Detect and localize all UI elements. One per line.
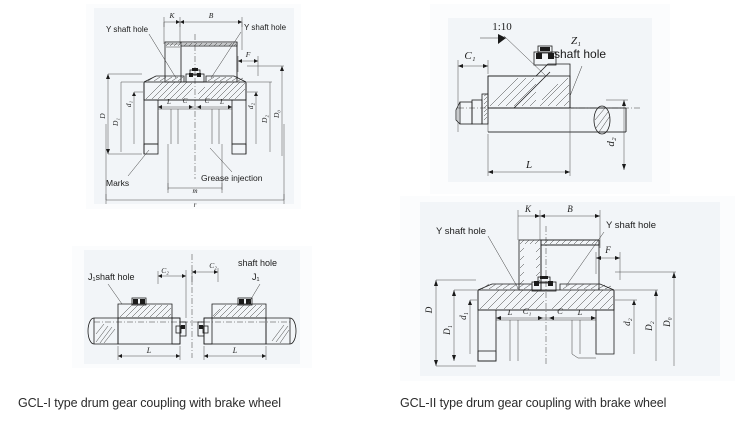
callout-shaft-hole-right: shaft hole bbox=[238, 258, 277, 268]
dimension-label-d1: d₁ bbox=[458, 312, 468, 320]
dimension-label-L-right: L bbox=[232, 346, 238, 355]
callout-taper-ratio: 1:10 bbox=[492, 21, 512, 33]
callout-z1: Z₁ bbox=[571, 35, 581, 47]
callout-z1-shaft-hole: shaft hole bbox=[554, 47, 606, 61]
dimension-label-L-right: L bbox=[577, 307, 583, 317]
dimension-label-L: L bbox=[525, 159, 532, 171]
dimension-label-C-right: C bbox=[205, 97, 210, 105]
callout-j1-right: J₁ bbox=[252, 272, 260, 282]
dimension-label-D1: D₁ bbox=[442, 325, 452, 336]
dimension-label-r: r bbox=[194, 201, 197, 209]
dimension-label-L-left: L bbox=[507, 307, 513, 317]
dimension-label-D: D bbox=[98, 113, 107, 120]
figure-gcl-ii-assembly: K B F bbox=[400, 196, 735, 381]
callout-y-shaft-hole-right: Y shaft hole bbox=[244, 23, 287, 32]
dimension-label-D0: D₀ bbox=[662, 317, 672, 328]
dimension-label-D0: D₀ bbox=[272, 110, 281, 119]
dimension-label-B: B bbox=[209, 11, 214, 20]
dimension-label-D2: D₂ bbox=[644, 321, 654, 332]
caption-gcl-ii: GCL-II type drum gear coupling with brak… bbox=[400, 396, 667, 410]
caption-gcl-i: GCL-I type drum gear coupling with brake… bbox=[18, 396, 281, 410]
dimension-label-d2: d₂ bbox=[246, 102, 255, 109]
dimension-label-d2: d₂ bbox=[605, 137, 617, 147]
dimension-label-C2-left: C₂ bbox=[161, 266, 169, 275]
figure-gcl-i-j1-shaft-hole: C₂ C₂ L L J₁shaft hole shaft hole J₁ bbox=[72, 246, 312, 368]
dimension-label-F: F bbox=[245, 50, 251, 59]
dimension-label-D1: D₁ bbox=[111, 118, 120, 127]
dimension-label-F: F bbox=[604, 245, 611, 255]
dimension-label-L-left: L bbox=[146, 346, 152, 355]
dimension-label-m: m bbox=[192, 187, 197, 195]
dimension-label-K: K bbox=[524, 204, 532, 214]
dimension-label-K: K bbox=[168, 11, 175, 20]
callout-j1-shaft-hole-left: J₁shaft hole bbox=[88, 272, 135, 282]
dimension-label-C1: C₁ bbox=[523, 306, 532, 316]
dimension-label-d2: d₂ bbox=[622, 318, 632, 326]
figure-gcl-ii-taper-shaft-hole: C₁ 1:10 Z₁ shaft hole L d₂ bbox=[430, 4, 670, 194]
dimension-label-L-right: L bbox=[219, 98, 224, 106]
dimension-label-C-left: C bbox=[183, 97, 188, 105]
dimension-label-B: B bbox=[567, 204, 573, 214]
dimension-label-d1: d₁ bbox=[124, 100, 133, 107]
callout-y-shaft-hole-right: Y shaft hole bbox=[606, 220, 656, 231]
callout-marks: Marks bbox=[106, 178, 129, 188]
dimension-label-D: D bbox=[424, 306, 434, 314]
callout-y-shaft-hole-left: Y shaft hole bbox=[106, 25, 149, 34]
dimension-label-C2-right: C₂ bbox=[209, 261, 217, 270]
figure-gcl-i-assembly: m r K B F bbox=[86, 4, 301, 209]
callout-y-shaft-hole-left: Y shaft hole bbox=[436, 226, 486, 237]
dimension-label-C1: C₁ bbox=[464, 50, 475, 62]
callout-grease-injection: Grease injection bbox=[201, 173, 263, 183]
dimension-label-L-left: L bbox=[166, 98, 171, 106]
dimension-label-C: C bbox=[557, 306, 563, 316]
dimension-label-D2: D₂ bbox=[260, 115, 269, 124]
